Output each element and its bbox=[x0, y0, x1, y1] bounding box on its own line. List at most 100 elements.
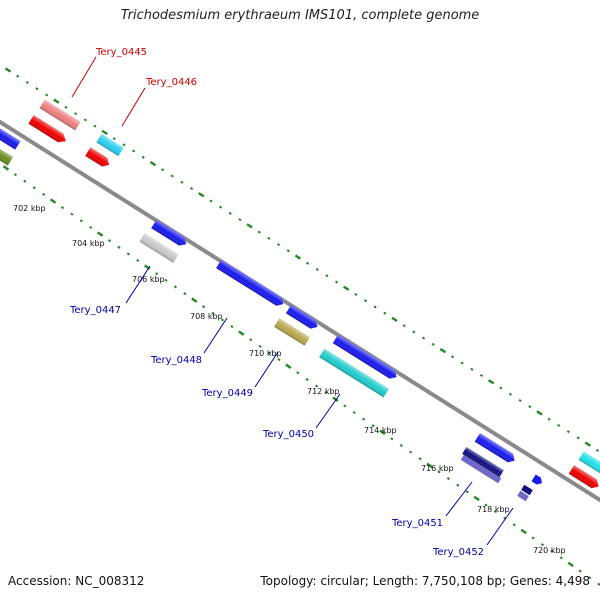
gene-label-tery-0450[interactable]: Tery_0450 bbox=[262, 429, 314, 440]
gene-feature[interactable] bbox=[151, 219, 189, 249]
gene-feature[interactable] bbox=[319, 348, 389, 398]
gene-label-tery-0449[interactable]: Tery_0449 bbox=[201, 388, 253, 399]
tick-mark bbox=[107, 239, 112, 243]
gene-feature[interactable] bbox=[568, 465, 600, 490]
tick-mark bbox=[315, 267, 319, 272]
tick-mark bbox=[173, 285, 177, 289]
tick-mark bbox=[4, 67, 12, 73]
tick-mark bbox=[74, 112, 78, 116]
tick-mark bbox=[189, 186, 194, 190]
tick-mark bbox=[470, 367, 474, 371]
tick-mark bbox=[191, 297, 198, 303]
tick-mark bbox=[528, 405, 532, 409]
tick-mark bbox=[520, 528, 527, 535]
gene-feature[interactable] bbox=[517, 490, 529, 502]
tick-mark bbox=[576, 436, 580, 440]
tick-mark bbox=[276, 243, 281, 247]
gene-label-tery-0448[interactable]: Tery_0448 bbox=[150, 355, 202, 366]
tick-mark bbox=[183, 291, 187, 296]
position-label: 718 kbp bbox=[477, 505, 510, 514]
tick-mark bbox=[180, 180, 184, 184]
gene-label-tery-0451[interactable]: Tery_0451 bbox=[391, 518, 443, 529]
tick-mark bbox=[584, 441, 591, 447]
tick-mark bbox=[499, 386, 503, 390]
tick-mark bbox=[112, 137, 116, 141]
gene-feature[interactable] bbox=[0, 126, 21, 150]
gene-feature[interactable] bbox=[96, 133, 124, 157]
gene-feature[interactable] bbox=[39, 99, 81, 131]
tick-mark bbox=[595, 448, 600, 452]
tick-mark bbox=[450, 355, 455, 359]
tick-mark bbox=[383, 311, 387, 315]
position-label: 710 kbp bbox=[249, 349, 282, 358]
gene-feature[interactable] bbox=[274, 318, 310, 346]
gene-feature[interactable] bbox=[216, 259, 286, 309]
tick-mark bbox=[220, 318, 225, 322]
gene-feature[interactable] bbox=[531, 474, 544, 486]
tick-mark bbox=[587, 576, 592, 580]
tick-mark bbox=[508, 392, 513, 396]
tick-mark bbox=[218, 205, 223, 209]
tick-mark bbox=[379, 429, 386, 435]
position-label: 708 kbp bbox=[190, 312, 223, 321]
tick-mark bbox=[540, 543, 545, 547]
tick-mark bbox=[2, 165, 10, 171]
tick-mark bbox=[456, 483, 460, 487]
tick-mark bbox=[536, 410, 543, 416]
gene-feature[interactable] bbox=[0, 146, 14, 166]
gene-label-tery-0452[interactable]: Tery_0452 bbox=[432, 547, 484, 558]
tick-mark bbox=[412, 330, 416, 334]
gene-label-tery-0445[interactable]: Tery_0445 bbox=[95, 47, 147, 58]
tick-mark bbox=[164, 278, 168, 282]
gene-feature[interactable] bbox=[578, 451, 600, 475]
tick-mark bbox=[13, 173, 17, 177]
tick-mark bbox=[161, 168, 165, 172]
map-title: Trichodesmium erythraeum IMS101, complet… bbox=[120, 8, 480, 23]
gene-feature[interactable] bbox=[462, 446, 504, 478]
gene-feature[interactable] bbox=[28, 115, 68, 145]
gene-feature[interactable] bbox=[285, 304, 320, 331]
tick-mark bbox=[117, 245, 121, 249]
tick-mark bbox=[479, 373, 484, 378]
tick-mark bbox=[53, 98, 60, 104]
gene-feature[interactable] bbox=[332, 334, 399, 382]
tick-mark bbox=[211, 311, 215, 315]
tick-mark bbox=[238, 330, 245, 336]
gene-feature[interactable] bbox=[474, 433, 518, 465]
tick-mark bbox=[97, 231, 104, 237]
position-label: 702 kbp bbox=[13, 204, 46, 213]
tick-mark bbox=[294, 254, 302, 260]
tick-mark bbox=[343, 285, 350, 291]
tick-mark bbox=[439, 347, 447, 354]
gene-feature[interactable] bbox=[139, 233, 179, 263]
tick-mark bbox=[122, 143, 126, 147]
tick-mark bbox=[512, 523, 516, 527]
gene-feature[interactable] bbox=[521, 484, 533, 496]
tick-mark bbox=[305, 377, 309, 382]
tick-mark bbox=[230, 325, 234, 329]
tick-mark bbox=[60, 206, 65, 210]
tick-mark bbox=[246, 223, 253, 229]
tick-mark bbox=[198, 192, 205, 198]
position-label: 706 kbp bbox=[132, 275, 165, 284]
tick-mark bbox=[332, 396, 339, 402]
gene-label-tery-0446[interactable]: Tery_0446 bbox=[145, 77, 197, 88]
gene-feature[interactable] bbox=[85, 147, 112, 169]
tick-mark bbox=[305, 261, 310, 265]
tick-mark bbox=[296, 371, 300, 375]
tick-mark bbox=[258, 344, 262, 348]
gene-label-leaders bbox=[71, 56, 514, 546]
tick-mark bbox=[446, 476, 450, 481]
tick-mark bbox=[373, 305, 377, 309]
gene-label-tery-0447[interactable]: Tery_0447 bbox=[69, 305, 121, 316]
tick-mark bbox=[249, 338, 253, 342]
tick-mark bbox=[566, 430, 571, 434]
gene-labels: Tery_0445 Tery_0446 Tery_0447 Tery_0448 … bbox=[69, 47, 484, 558]
position-label: 704 kbp bbox=[72, 239, 105, 248]
tick-mark bbox=[277, 358, 281, 362]
tick-mark bbox=[487, 379, 495, 385]
tick-mark bbox=[547, 417, 551, 421]
gene-feature[interactable] bbox=[460, 454, 502, 484]
